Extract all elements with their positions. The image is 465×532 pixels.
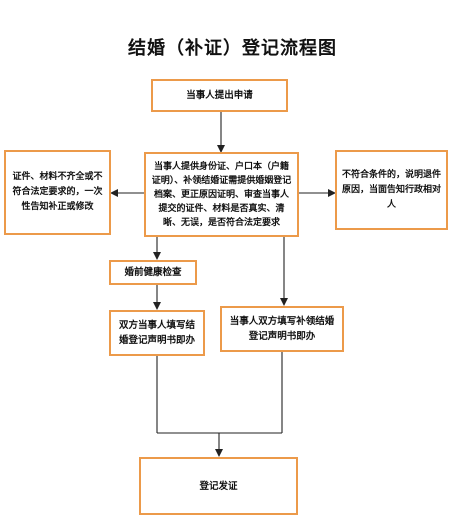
apply-step-box: 当事人提出申请 [151, 79, 288, 112]
fill-form-right-step-label: 当事人双方填写补领结婚登记声明书即办 [229, 316, 335, 342]
review-step-box: 当事人提供身份证、户口本（户籍证明）、补领结婚证需提供婚姻登记档案、更正原因证明… [144, 152, 299, 237]
fill-form-left-step-box: 双方当事人填写结婚登记声明书即办 [109, 310, 205, 356]
page-title: 结婚（补证）登记流程图 [128, 38, 337, 59]
fill-form-left-step-label: 双方当事人填写结婚登记声明书即办 [118, 320, 195, 346]
review-step-label: 当事人提供身份证、户口本（户籍证明）、补领结婚证需提供婚姻登记档案、更正原因证明… [151, 161, 292, 228]
incomplete-step-label: 证件、材料不齐全或不符合法定要求的，一次性告知补正或修改 [12, 172, 103, 212]
fill-form-right-step-box: 当事人双方填写补领结婚登记声明书即办 [220, 306, 344, 352]
reject-step-label: 不符合条件的，说明退件原因，当面告知行政相对人 [341, 169, 441, 210]
incomplete-step-box: 证件、材料不齐全或不符合法定要求的，一次性告知补正或修改 [4, 150, 111, 235]
issue-step-label: 登记发证 [199, 480, 238, 492]
health-check-step-box: 婚前健康检查 [109, 260, 197, 285]
reject-step-box: 不符合条件的，说明退件原因，当面告知行政相对人 [335, 150, 448, 230]
health-check-step-label: 婚前健康检查 [124, 267, 182, 278]
apply-step-label: 当事人提出申请 [186, 90, 253, 101]
issue-step-box: 登记发证 [139, 457, 298, 515]
